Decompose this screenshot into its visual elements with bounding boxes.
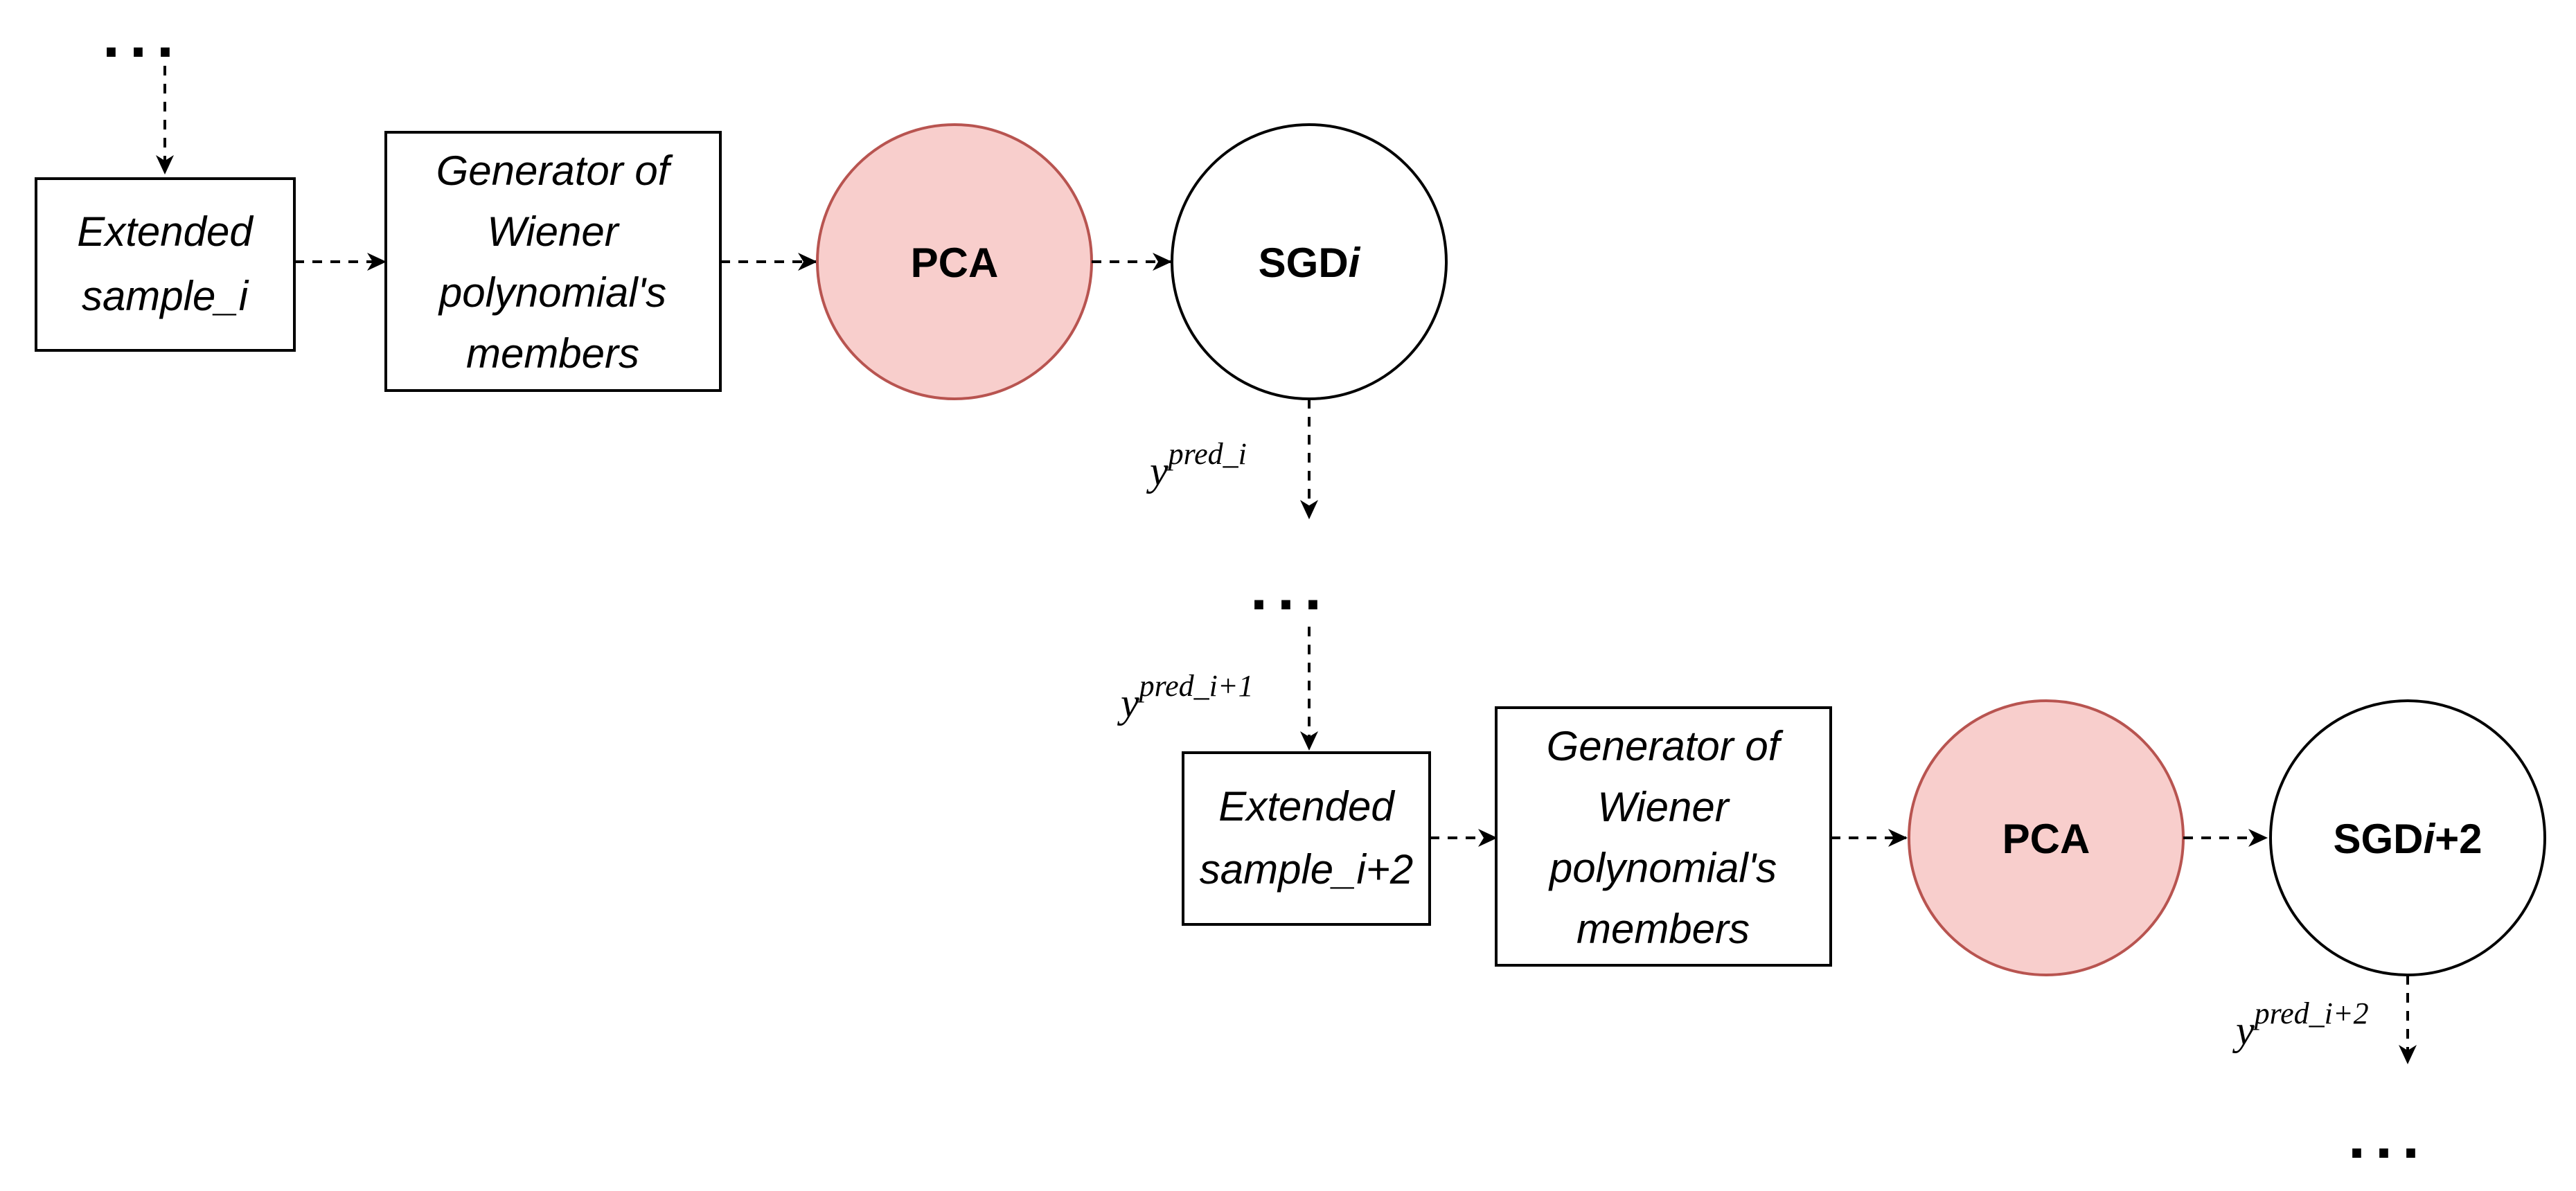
generator-box-2: Generator of Wiener polynomial's members	[1495, 706, 1832, 967]
extended-sample-box-2: Extended sample_i+2	[1182, 751, 1431, 926]
y-pred-i-plus-1-label: ypred_i+1	[1117, 669, 1254, 726]
generator-box-1: Generator of Wiener polynomial's members	[384, 131, 722, 392]
extended-2-label-line-2: sample_i+2	[1200, 846, 1414, 893]
generator-2-line-3: polynomial's	[1548, 845, 1777, 891]
generator-line-2: Wiener	[487, 208, 620, 255]
generator-line-4: members	[466, 330, 639, 377]
sgd-label-1: SGDi	[1259, 240, 1361, 286]
pca-node-2: PCA	[1908, 699, 2185, 976]
sgd-node-2: SGDi+2	[2269, 699, 2546, 976]
pca-label-2: PCA	[2002, 816, 2090, 862]
sgd-node-1: SGDi	[1171, 123, 1448, 400]
generator-2-line-2: Wiener	[1597, 784, 1730, 830]
bottom-ellipsis: ...	[2348, 1102, 2429, 1172]
extended-2-label-line-1: Extended	[1218, 783, 1395, 830]
y-pred-i-plus-2-label: ypred_i+2	[2232, 996, 2369, 1053]
top-ellipsis: ...	[103, 1, 184, 71]
pca-node-1: PCA	[816, 123, 1093, 400]
generator-line-1: Generator of	[436, 147, 673, 194]
sgd-label-2: SGDi+2	[2333, 816, 2482, 862]
generator-line-3: polynomial's	[438, 269, 666, 316]
generator-2-line-4: members	[1576, 906, 1750, 952]
extended-label-line-1: Extended	[77, 208, 254, 255]
middle-ellipsis: ...	[1250, 554, 1331, 623]
y-pred-i-label: ypred_i	[1146, 437, 1247, 494]
pca-label-1: PCA	[911, 240, 999, 286]
generator-2-line-1: Generator of	[1547, 723, 1784, 769]
extended-label-line-2: sample_i	[82, 273, 249, 319]
extended-sample-box-1: Extended sample_i	[35, 177, 296, 352]
